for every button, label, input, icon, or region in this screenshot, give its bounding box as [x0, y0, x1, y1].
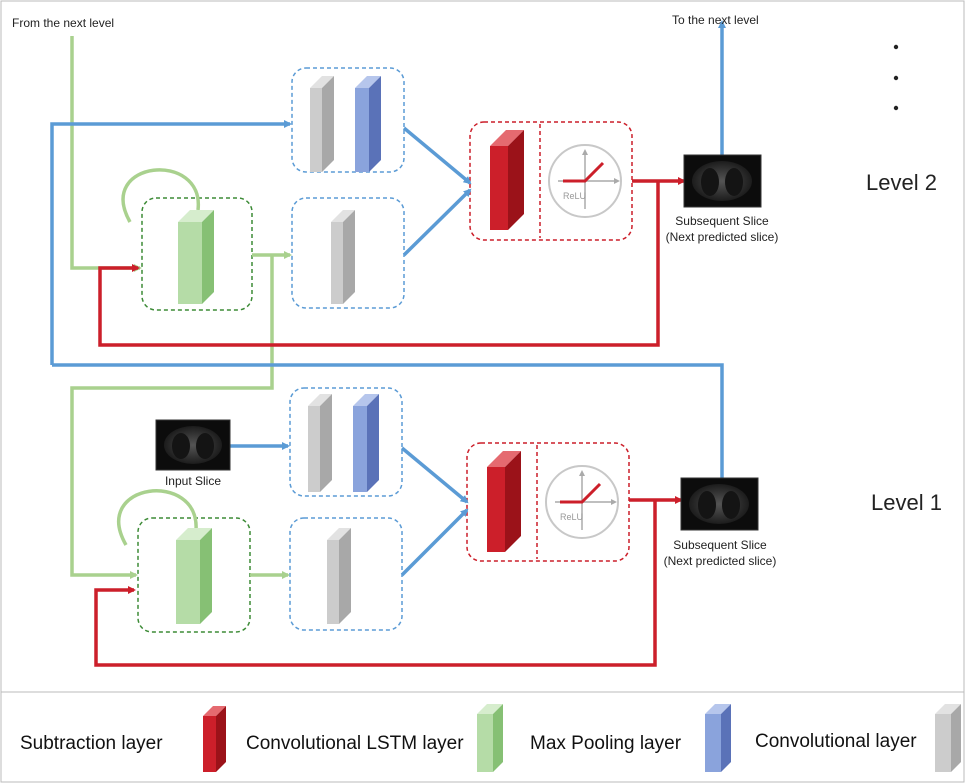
l2-lower-blue-box [291, 197, 405, 309]
legend-subtraction-label: Subtraction layer [20, 733, 163, 754]
l2-subtraction-block-red [490, 130, 524, 230]
l1-relu-label: ReLU [560, 512, 584, 522]
l1-to-l2-blue-arrow [52, 363, 724, 480]
from-next-level-label: From the next level [12, 16, 115, 30]
l2-convlstm-block-green [178, 210, 214, 304]
l1-subsequent-slice-label: Subsequent Slice [673, 538, 767, 552]
l2-subtraction-box [469, 121, 633, 241]
l1-red-feedback-arrow [94, 500, 657, 667]
legend-conv-lstm-label: Convolutional LSTM layer [246, 733, 464, 754]
l1-subtraction-box [466, 442, 630, 562]
level-1-label: Level 1 [871, 490, 942, 515]
to-next-level-label: To the next level [672, 13, 759, 27]
l1-maxpool-block-blue [353, 394, 379, 492]
l1-convlstm-block-green [176, 528, 212, 624]
l2-relu-label: ReLU [563, 191, 587, 201]
l2-upper-blue-box [291, 67, 405, 173]
l1-upper-blue-box [289, 387, 403, 497]
l2-to-l1-green-arrow [70, 255, 274, 579]
l2-input-green-arrow [70, 36, 142, 272]
l2-upper-to-sub-arrow [402, 126, 472, 185]
l2-maxpool-block-blue [355, 76, 381, 172]
l2-lstm-loop [121, 168, 200, 223]
l2-red-feedback-arrow [98, 181, 660, 347]
legend-convolutional-label: Convolutional layer [755, 731, 917, 752]
l2-relu-icon [548, 144, 622, 218]
l1-lstm-loop [117, 489, 198, 546]
legend-swatch-max-pooling [705, 704, 731, 772]
l2-conv-block-gray-2 [331, 210, 355, 304]
l1-lower-to-sub-arrow [400, 508, 469, 577]
input-slice-label: Input Slice [164, 474, 222, 488]
legend-max-pooling-label: Max Pooling layer [530, 733, 682, 754]
l1-conv-block-gray [308, 394, 332, 492]
l2-next-predicted-label: (Next predicted slice) [665, 230, 779, 244]
legend-swatch-convolutional [935, 704, 961, 772]
l2-lower-to-sub-arrow [402, 188, 472, 257]
l1-subtraction-block-red [487, 451, 521, 552]
l2-output-slice-image [683, 154, 762, 208]
l2-conv-block-gray [310, 76, 334, 172]
l1-relu-icon [545, 465, 619, 539]
ellipsis-dots [893, 44, 899, 111]
legend-swatch-conv-lstm [477, 704, 503, 772]
legend-swatch-subtraction [203, 706, 226, 772]
level-2-label: Level 2 [866, 170, 937, 195]
l1-upper-to-sub-arrow [400, 446, 469, 504]
l1-conv-block-gray-2 [327, 528, 351, 624]
l1-output-slice-image [680, 477, 759, 531]
l2-subsequent-slice-label: Subsequent Slice [675, 214, 769, 228]
l1-input-slice-image [155, 419, 231, 471]
l2-blue-skip-arrow [50, 120, 292, 365]
l1-next-predicted-label: (Next predicted slice) [663, 554, 777, 568]
